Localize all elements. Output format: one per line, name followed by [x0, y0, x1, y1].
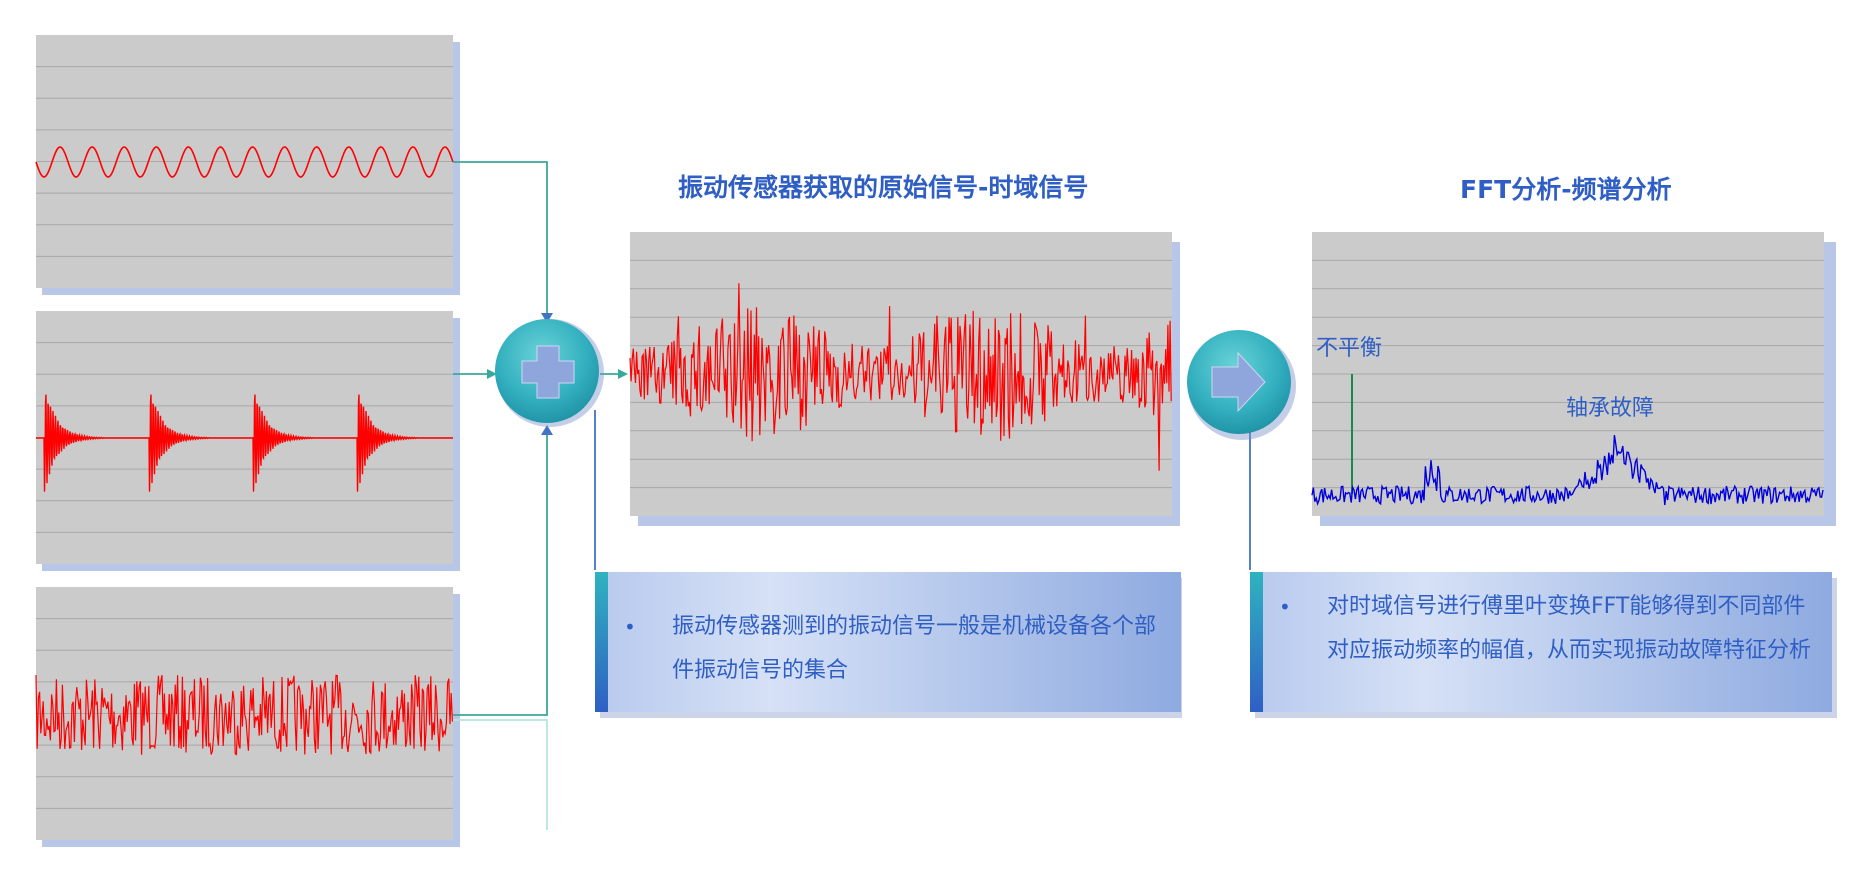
- note-left-bullet: •: [624, 615, 636, 639]
- noise-signal: [35, 674, 453, 756]
- fft-panel: [1311, 232, 1824, 516]
- note-left-text: 振动传感器测到的振动信号一般是机械设备各个部件振动信号的集合: [672, 614, 1157, 683]
- note-left: • 振动传感器测到的振动信号一般是机械设备各个部件振动信号的集合: [610, 605, 1170, 705]
- time-domain-title: 振动传感器获取的原始信号-时域信号: [678, 173, 1089, 202]
- spectrum-signal: [1311, 434, 1824, 506]
- imbalance-label: 不平衡: [1316, 336, 1383, 361]
- note-right: • 对时域信号进行傅里叶变换FFT能够得到不同部件对应振动频率的幅值，从而实现振…: [1265, 585, 1825, 715]
- arrow-right-icon: [1211, 351, 1266, 413]
- process-node: [1187, 330, 1296, 440]
- impulse-signal: [36, 394, 453, 492]
- note-left-box: [595, 572, 1182, 718]
- noise-panel: [35, 587, 453, 840]
- time-domain-signal: [629, 283, 1172, 471]
- note-right-bullet: •: [1279, 595, 1291, 619]
- sine-signal: [35, 146, 454, 178]
- impulse-panel: [36, 311, 453, 564]
- connectors: [453, 161, 1251, 830]
- fft-title: FFT分析-频谱分析: [1460, 175, 1672, 204]
- sine-panel: [35, 35, 454, 288]
- sum-node: [495, 319, 604, 427]
- plus-icon: [521, 345, 575, 399]
- note-right-box: [1250, 572, 1837, 718]
- note-right-text: 对时域信号进行傅里叶变换FFT能够得到不同部件对应振动频率的幅值，从而实现振动故…: [1327, 594, 1812, 663]
- bearing-fault-label: 轴承故障: [1566, 396, 1655, 421]
- time-domain-panel: [629, 232, 1172, 516]
